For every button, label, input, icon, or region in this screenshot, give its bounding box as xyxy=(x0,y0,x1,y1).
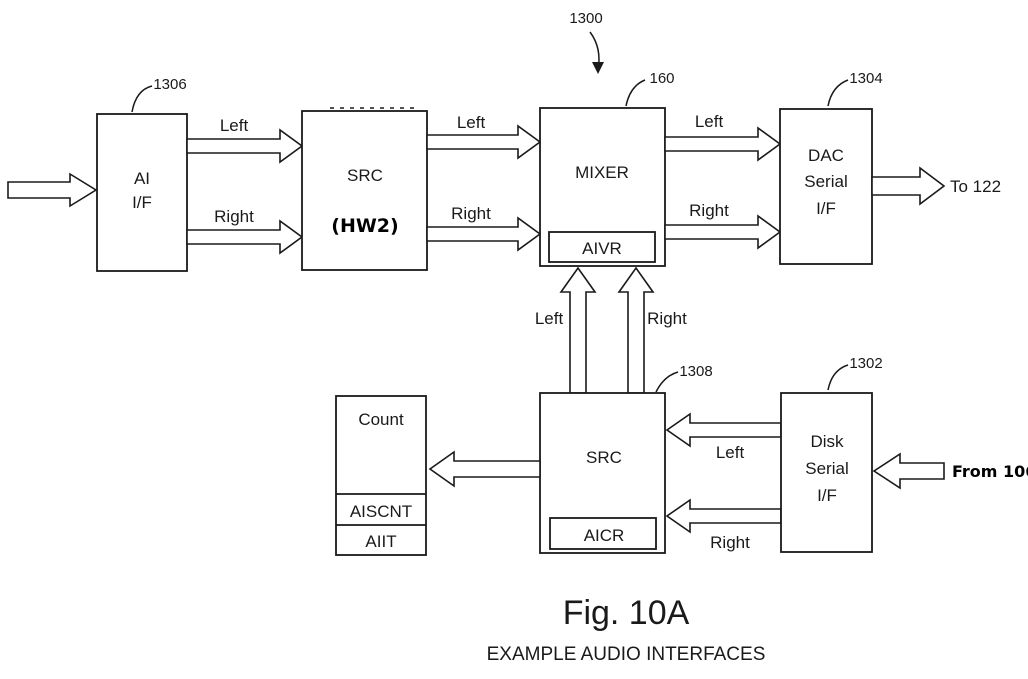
mixer-label: MIXER xyxy=(575,163,629,182)
count-block xyxy=(335,395,427,556)
src-mixer-left-label: Left xyxy=(457,113,486,132)
src-top-tag: (HW2) xyxy=(331,215,398,237)
mixer-dac-left-label: Left xyxy=(695,112,724,131)
input-label: From 106 xyxy=(952,462,1028,481)
aicr-label: AICR xyxy=(584,526,625,545)
disk-src-left-arrow xyxy=(665,412,782,448)
input-arrow xyxy=(7,172,98,208)
ai-src-right-arrow xyxy=(186,219,304,255)
src-mixer-right-arrow xyxy=(426,216,542,252)
ai-src-left-arrow xyxy=(186,128,304,164)
dac-output-arrow xyxy=(871,166,946,206)
src-mixer-vertical-left-arrow xyxy=(559,266,597,394)
mixer-dac-left-arrow xyxy=(664,126,782,162)
mixer-dac-right-label: Right xyxy=(689,201,729,220)
ref-1300: 1300 xyxy=(569,10,602,27)
figure-subtitle: EXAMPLE AUDIO INTERFACES xyxy=(487,644,766,665)
count-label: Count xyxy=(358,410,404,429)
ai-if-label-2: I/F xyxy=(132,193,152,212)
src-top-label: SRC xyxy=(347,166,383,185)
ai-if-block xyxy=(96,113,188,272)
ref-1300-arrowhead xyxy=(592,62,604,74)
aivr-label: AIVR xyxy=(582,239,622,258)
vertical-left-label: Left xyxy=(535,309,564,328)
ai-src-right-label: Right xyxy=(214,207,254,226)
disk-src-left-label: Left xyxy=(716,443,745,462)
aivr-register xyxy=(548,231,656,263)
ai-if-label-1: AI xyxy=(134,169,150,188)
aicr-register xyxy=(549,517,657,550)
disk-src-right-arrow xyxy=(665,498,782,534)
disk-input-arrow xyxy=(872,452,945,490)
figure-title: Fig. 10A xyxy=(563,594,690,632)
ref-1308-leader xyxy=(655,371,679,393)
ref-1308: 1308 xyxy=(679,363,712,380)
src-count-arrow xyxy=(428,450,541,488)
src-bottom-label: SRC xyxy=(586,448,622,467)
disk-label-2: Serial xyxy=(805,459,848,478)
src-top-block xyxy=(301,110,428,271)
ai-src-left-label: Left xyxy=(220,116,249,135)
dac-label-3: I/F xyxy=(816,199,836,218)
dac-label-2: Serial xyxy=(804,172,847,191)
disk-block xyxy=(780,392,873,553)
dac-label-1: DAC xyxy=(808,146,844,165)
disk-src-right-label: Right xyxy=(710,533,750,552)
aiit-label: AIIT xyxy=(365,532,396,551)
src-mixer-left-arrow xyxy=(426,124,542,160)
ref-1306: 1306 xyxy=(153,76,186,93)
output-label: To 122 xyxy=(950,177,1001,196)
ref-160: 160 xyxy=(649,70,674,87)
ref-160-leader xyxy=(625,79,646,107)
ref-1304: 1304 xyxy=(849,70,882,87)
ref-1302: 1302 xyxy=(849,355,882,372)
src-mixer-vertical-right-arrow xyxy=(617,266,655,394)
vertical-right-label: Right xyxy=(647,309,687,328)
ref-1302-leader xyxy=(827,364,849,391)
disk-label-1: Disk xyxy=(810,432,844,451)
disk-label-3: I/F xyxy=(817,486,837,505)
src-mixer-right-label: Right xyxy=(451,204,491,223)
ref-1306-leader xyxy=(131,85,153,113)
mixer-dac-right-arrow xyxy=(664,214,782,250)
ref-1304-leader xyxy=(827,79,849,107)
aiscnt-label: AISCNT xyxy=(350,502,412,521)
